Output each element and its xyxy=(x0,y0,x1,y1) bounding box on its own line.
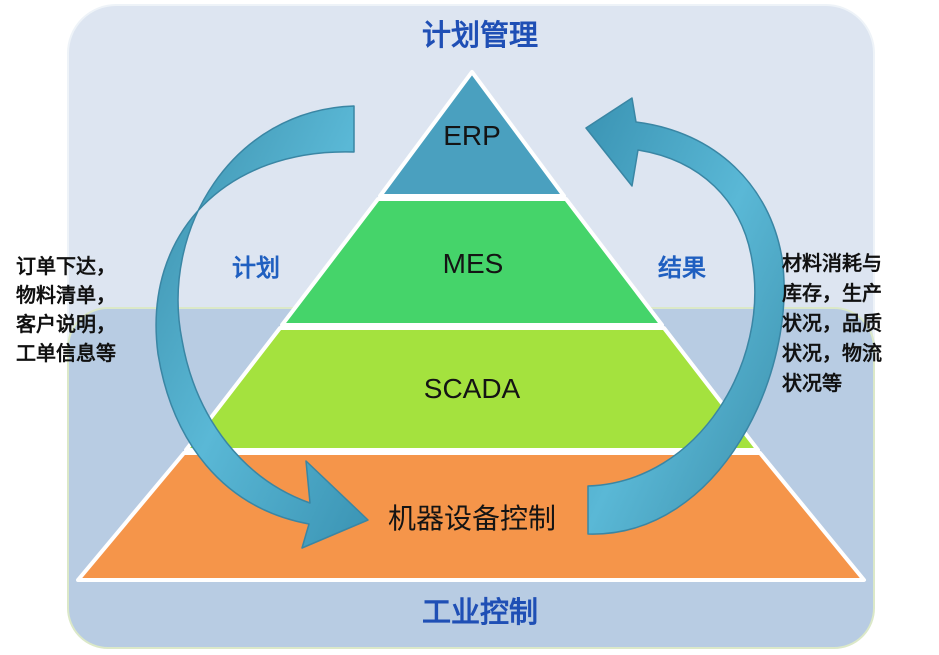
left-note-line: 物料清单， xyxy=(16,283,116,307)
left-note: 订单下达， 物料清单， 客户说明， 工单信息等 xyxy=(15,254,116,365)
layer-shape-mes xyxy=(280,197,664,327)
control-zone-title: 工业控制 xyxy=(422,595,538,629)
layer-label-machine: 机器设备控制 xyxy=(388,502,556,535)
right-note-line: 状况，物流 xyxy=(782,341,882,365)
right-note-line: 状况，品质 xyxy=(782,311,882,335)
right-note-line: 材料消耗与 xyxy=(782,251,882,275)
left-note-line: 订单下达， xyxy=(16,254,116,278)
layer-label-scada: SCADA xyxy=(424,373,521,404)
right-note-line: 库存，生产 xyxy=(782,281,882,305)
layer-shape-erp xyxy=(378,70,566,198)
result-flow-label: 结果 xyxy=(658,254,706,282)
planning-zone-title: 计划管理 xyxy=(422,18,538,52)
layer-label-mes: MES xyxy=(443,248,504,279)
layer-shape-scada xyxy=(184,326,760,452)
right-note-line: 状况等 xyxy=(782,371,842,395)
left-note-line: 客户说明， xyxy=(15,312,116,336)
pyramid xyxy=(76,70,866,582)
result-flow-arrow xyxy=(585,97,785,535)
layer-label-erp: ERP xyxy=(443,120,501,151)
plan-flow-arrow xyxy=(155,105,369,549)
plan-flow-label: 计划 xyxy=(232,254,280,282)
right-note: 材料消耗与 库存，生产 状况，品质 状况，物流 状况等 xyxy=(782,251,882,395)
left-note-line: 工单信息等 xyxy=(16,341,116,365)
